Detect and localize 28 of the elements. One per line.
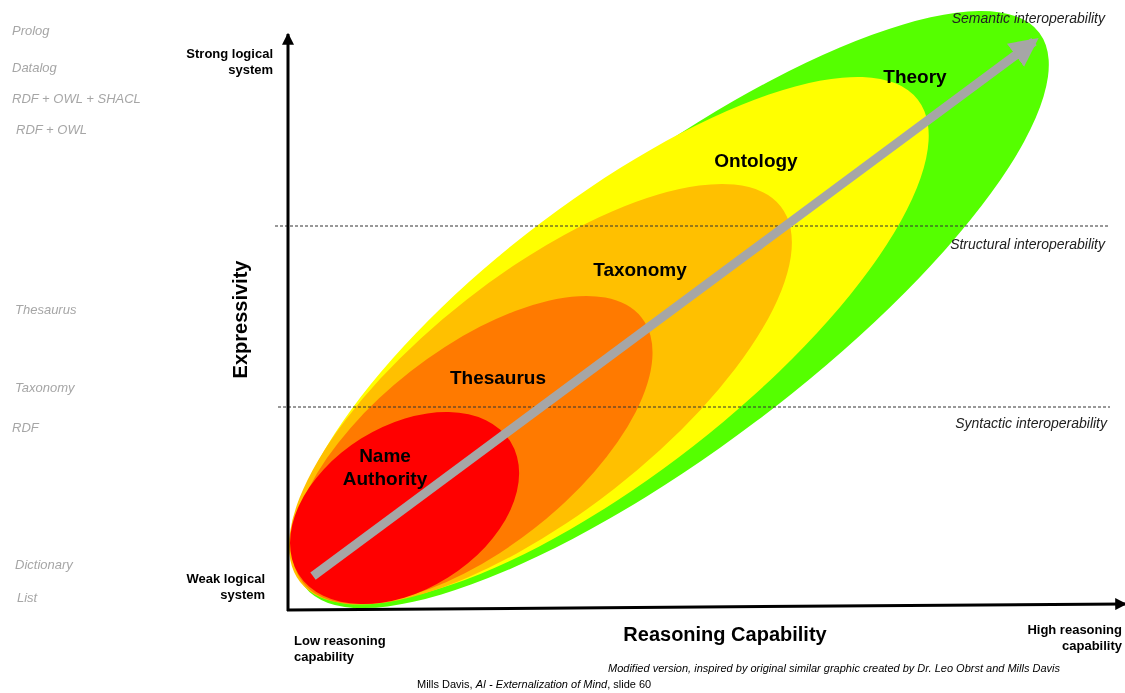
language-label: Dictionary	[15, 557, 74, 574]
level-label: Semantic interoperability	[950, 10, 1105, 28]
axis-end-label: Strong logical system	[185, 46, 273, 79]
language-label: Thesaurus	[15, 302, 78, 319]
axis-title: Reasoning Capability	[622, 622, 828, 647]
region-label: Taxonomy	[592, 259, 688, 282]
language-label: RDF + OWL + SHACL	[12, 91, 142, 108]
language-label: RDF + OWL	[16, 122, 88, 139]
level-label: Structural interoperability	[949, 236, 1105, 254]
language-label: Prolog	[12, 23, 51, 40]
ellipse-region	[290, 411, 520, 604]
language-label: Taxonomy	[15, 380, 76, 397]
language-label: List	[17, 590, 39, 607]
language-label: RDF	[12, 420, 41, 437]
region-label: Ontology	[713, 150, 799, 173]
level-label: Syntactic interoperability	[954, 415, 1107, 433]
ellipse-region	[291, 295, 653, 605]
axis-end-label: High reasoning capability	[1026, 622, 1122, 655]
ellipse-region	[288, 183, 792, 605]
axis-title: Expressivity	[227, 259, 252, 380]
credit-note: Modified version, inspired by original similar graphic created by Dr. Leo Obrst and Mills Davis	[607, 662, 1060, 676]
region-label: Name Authority	[341, 444, 429, 491]
credit-note: Mills Davis, AI - Externalization of Mind, slide 60	[417, 678, 653, 692]
region-label: Theory	[882, 66, 948, 89]
axis-end-label: Low reasoning capability	[294, 633, 387, 666]
axis-end-label: Weak logical system	[185, 571, 265, 604]
language-label: Datalog	[12, 60, 58, 77]
region-label: Thesaurus	[448, 367, 548, 390]
